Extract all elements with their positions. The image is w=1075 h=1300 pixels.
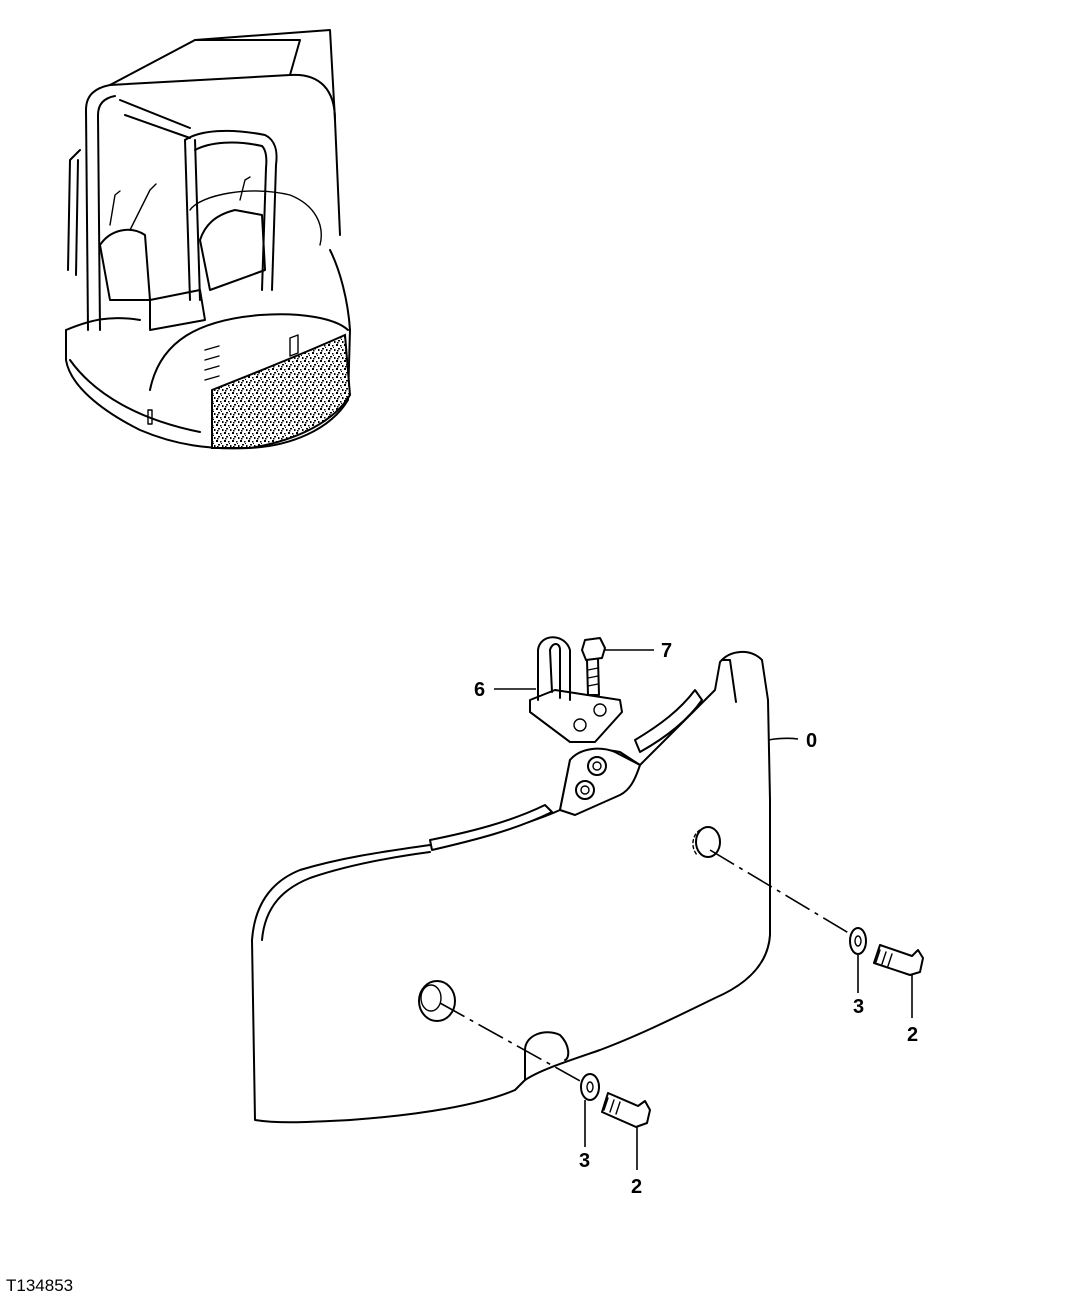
callout-6: 6 bbox=[474, 679, 485, 701]
callout-2-left: 2 bbox=[631, 1176, 642, 1198]
callout-0: 0 bbox=[806, 730, 817, 752]
excavator-canopy-icon bbox=[65, 29, 352, 450]
assembly-line-left bbox=[439, 1002, 583, 1083]
figure-id-label: T134853 bbox=[6, 1276, 74, 1295]
callout-3-right: 3 bbox=[853, 996, 864, 1018]
assembly-line-right bbox=[709, 849, 853, 936]
callout-3-left: 3 bbox=[579, 1150, 590, 1172]
callout-2-right: 2 bbox=[907, 1024, 918, 1046]
counterweight-part-icon bbox=[251, 636, 924, 1128]
leader-0 bbox=[767, 737, 799, 741]
callout-7: 7 bbox=[661, 640, 672, 662]
